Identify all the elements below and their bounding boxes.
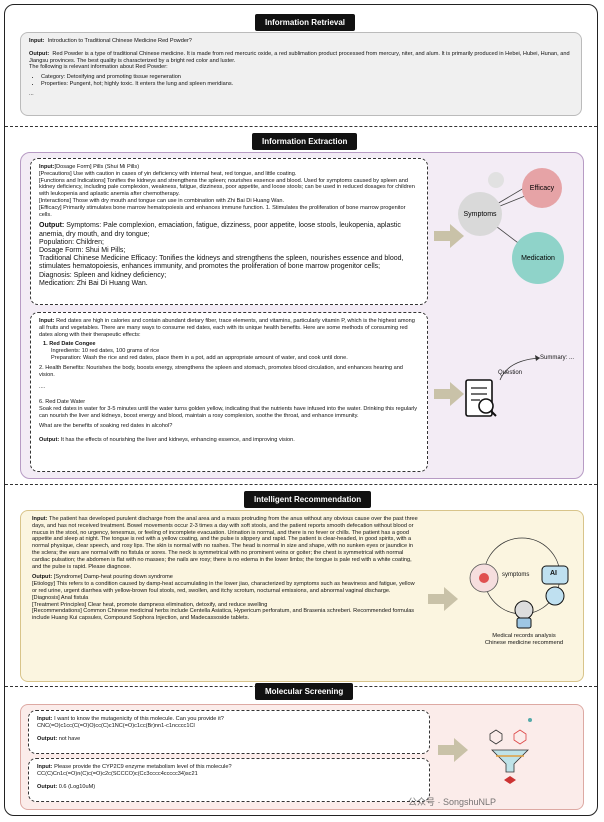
arrow-right-icon bbox=[434, 382, 464, 406]
ai-robot-icon bbox=[541, 565, 569, 585]
rec-output-line: [Syndrome] Damp-heat pouring down syndro… bbox=[53, 574, 173, 581]
rec-fig-caption-line: Medical records analysis bbox=[492, 633, 556, 639]
graph-label-symptoms: Symptoms bbox=[463, 211, 497, 218]
watermark: 公众号 · SongshuNLP bbox=[408, 797, 497, 807]
extraction-box-2: Input: Red dates are high in calories an… bbox=[30, 312, 428, 472]
ms2-output-text: 0.6 (Log10uM) bbox=[58, 783, 96, 790]
output-label: Output: bbox=[37, 783, 58, 790]
ie1-output-line: Symptoms: Pale complexion, emaciation, f… bbox=[39, 222, 401, 238]
doctor-icon bbox=[514, 600, 534, 620]
graph-node-medication bbox=[512, 232, 564, 284]
arrow-right-icon bbox=[428, 587, 458, 611]
ir-bullet: Properties: Pungent, hot; highly toxic. … bbox=[41, 81, 573, 88]
ie2-question: What are the benefits of soaking red dat… bbox=[39, 422, 173, 429]
input-label: Input: bbox=[39, 318, 55, 324]
question-label: Question bbox=[498, 370, 523, 376]
graph-node-small bbox=[488, 172, 504, 188]
section-title-intelligent-recommendation: Intelligent Recommendation bbox=[244, 491, 372, 508]
ie1-output-line: Diagnosis: Spleen and kidney deficiency; bbox=[39, 271, 167, 279]
ie2-item-detail: Ingredients: 10 red dates, 100 grams of … bbox=[51, 348, 160, 355]
arrow-right-icon bbox=[434, 224, 464, 248]
rec-output-line: [Recommendations] Common Chinese medicin… bbox=[32, 608, 415, 622]
ie2-item: 2. Health Benefits: Nourishes the body, … bbox=[39, 364, 403, 378]
summary-label: Summary: ... bbox=[540, 355, 575, 361]
rec-fig-symptoms-label: symptoms bbox=[502, 572, 530, 578]
document-search-icon bbox=[465, 355, 541, 417]
output-label: Output: bbox=[37, 735, 58, 742]
ie1-line: [Dosage Form] Pills (Shui Mi Pills) bbox=[54, 164, 140, 170]
output-label: Output: bbox=[32, 574, 53, 581]
ie2-output-text: It has the effects of nourishing the liv… bbox=[60, 437, 295, 444]
ir-output-line2: The following is relevant information ab… bbox=[29, 64, 168, 71]
ie1-output-line: Population: Children; bbox=[39, 238, 104, 246]
ir-output-text: Red Powder is a type of traditional Chin… bbox=[29, 50, 570, 64]
graph-node-efficacy bbox=[522, 168, 562, 208]
section-separator bbox=[5, 484, 597, 485]
ie2-item-detail: Soak red dates in water for 3-5 minutes … bbox=[39, 405, 418, 419]
molecular-box-2: Input: Please provide the CYP2C9 enzyme … bbox=[28, 758, 430, 802]
ir-ellipsis: ... bbox=[29, 90, 34, 97]
ms1-smiles: CNC(=O)c1cc(C(=O)O)cc(C)c1NC(=O)c1cc(Br)… bbox=[37, 722, 195, 729]
ir-bullet: Category: Detoxifying and promoting tiss… bbox=[41, 74, 573, 81]
section-title-information-extraction: Information Extraction bbox=[252, 133, 358, 150]
ms2-smiles: CC(C)Cn1c(=O)n(C)c(=O)c2c(SCCCO)c(Cc3ccc… bbox=[37, 770, 198, 777]
molecule-funnel-icon bbox=[489, 718, 532, 784]
ie2-item: 6. Red Date Water bbox=[39, 399, 86, 406]
info-retrieval-box: Input: Introduction to Traditional Chine… bbox=[20, 32, 582, 116]
rec-fig-ai-label: AI bbox=[550, 570, 557, 577]
arrow-right-icon bbox=[438, 738, 468, 762]
input-label: Input: bbox=[29, 38, 45, 44]
output-label: Output: bbox=[39, 222, 65, 230]
recommendation-figure bbox=[469, 537, 569, 629]
input-label: Input: bbox=[39, 164, 55, 170]
rec-output-line: [Etiology] This refers to a condition ca… bbox=[32, 581, 415, 594]
knowledge-graph: Symptoms Efficacy Medication bbox=[458, 168, 564, 284]
ie2-ellipsis: .... bbox=[39, 384, 46, 391]
ie1-output-line: Dosage Form: Shui Mi Pills; bbox=[39, 246, 126, 254]
ms1-output-text: not have bbox=[58, 735, 81, 742]
input-label: Input: bbox=[32, 516, 48, 522]
rec-fig-caption: Medical records analysis Chinese medicin… bbox=[470, 633, 578, 647]
input-label: Input: bbox=[37, 716, 53, 722]
recommendation-text: Input: The patient has developed purulen… bbox=[26, 514, 424, 676]
ie1-line: [Interactions] Those with dry mouth and … bbox=[39, 197, 285, 204]
ms2-input-text: Please provide the CYP2C9 enzyme metabol… bbox=[54, 764, 232, 770]
ie2-item: 1. Red Date Congee bbox=[43, 341, 96, 348]
ie1-output-line: Traditional Chinese Medicine Efficacy: T… bbox=[39, 255, 404, 271]
rec-fig-caption-line: Chinese medicine recommend bbox=[484, 640, 564, 646]
ie1-line: [Functions and Indications] Tonifies the… bbox=[39, 177, 415, 198]
section-title-molecular-screening: Molecular Screening bbox=[255, 683, 354, 700]
ie2-input-text: Red dates are high in calories and conta… bbox=[39, 318, 415, 338]
graph-node-symptoms bbox=[458, 192, 502, 236]
ie1-line: [Efficacy] Primarily stimulates bone mar… bbox=[39, 204, 406, 218]
rec-output-line: [Diagnosis] Anal fistula bbox=[32, 594, 89, 601]
extraction-box-1: Input:[Dosage Form] Pills (Shui Mi Pills… bbox=[30, 158, 428, 305]
rec-input-text: The patient has developed purulent disch… bbox=[32, 516, 418, 570]
section-separator bbox=[5, 126, 597, 127]
section-title-information-retrieval: Information Retrieval bbox=[255, 14, 356, 31]
output-label: Output: bbox=[29, 50, 50, 57]
graph-label-medication: Medication bbox=[521, 255, 555, 262]
ie2-item-detail: Preparation: Wash the rice and red dates… bbox=[51, 354, 348, 361]
ie1-output-line: Medication: Zhi Bai Di Huang Wan. bbox=[39, 279, 148, 287]
ie1-line: [Precautions] Use with caution in cases … bbox=[39, 170, 297, 177]
rec-output-line: [Treatment Principles] Clear heat, promo… bbox=[32, 601, 268, 608]
ms1-input-text: I want to know the mutagenicity of this … bbox=[54, 716, 224, 722]
ir-input-text: Introduction to Traditional Chinese Medi… bbox=[47, 38, 192, 44]
molecular-box-1: Input: I want to know the mutagenicity o… bbox=[28, 710, 430, 754]
outer-frame bbox=[4, 4, 598, 816]
output-label: Output: bbox=[39, 437, 60, 444]
input-label: Input: bbox=[37, 764, 53, 770]
graph-label-efficacy: Efficacy bbox=[530, 185, 555, 192]
